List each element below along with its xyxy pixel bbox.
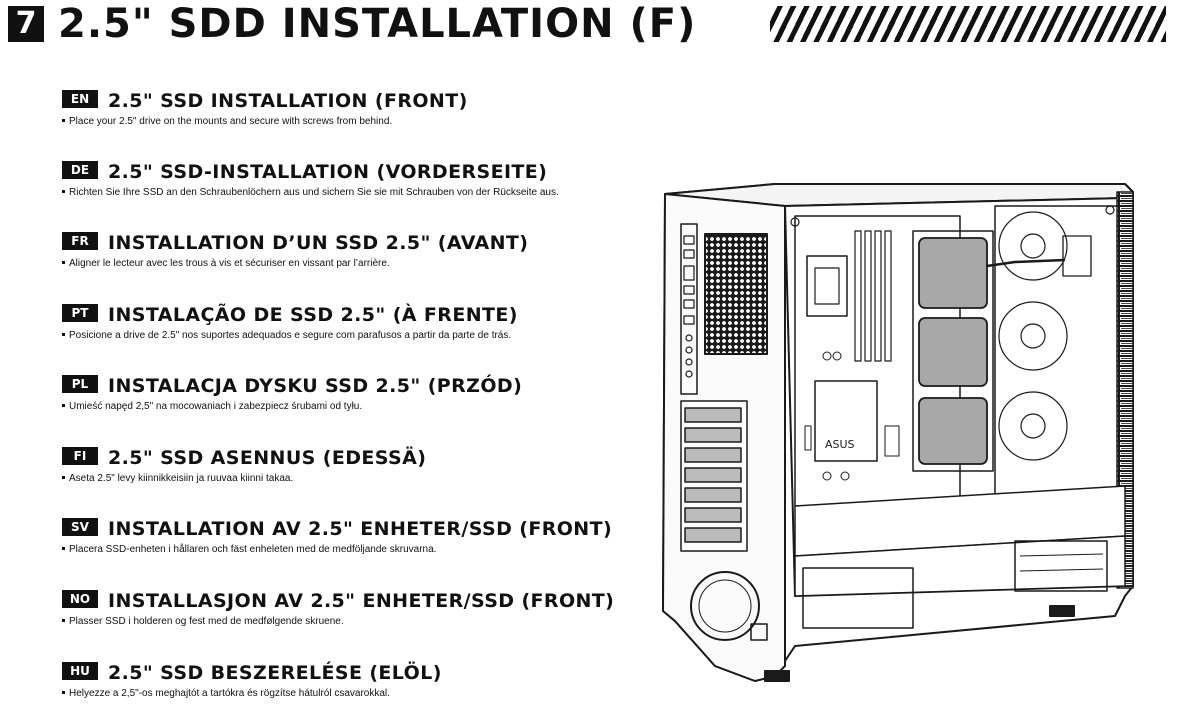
section-fi: FI 2.5" SSD ASENNUS (EDESSÄ) Aseta 2.5" l… (62, 447, 426, 484)
instruction-text: Aligner le lecteur avec les trous à vis … (69, 258, 390, 269)
section-instruction: Posicione a drive de 2.5" nos suportes a… (62, 330, 518, 341)
language-badge: PL (62, 375, 98, 393)
case-foot (764, 670, 790, 682)
section-title: INSTALACJA DYSKU SSD 2.5" (PRZÓD) (108, 375, 523, 397)
section-instruction: Helyezze a 2,5"-os meghajtót a tartókra … (62, 688, 442, 699)
cpu-socket (806, 255, 848, 317)
psu-unit (802, 567, 914, 629)
section-pt: PT INSTALAÇÃO DE SSD 2.5" (À FRENTE) Posi… (62, 304, 518, 341)
instruction-text: Plasser SSD i holderen og fest med de me… (69, 616, 344, 627)
language-badge: EN (62, 90, 98, 108)
board-components (804, 351, 900, 481)
ssd-drive-bottom (918, 397, 988, 465)
bullet-icon (62, 690, 65, 694)
cpu-chip (814, 267, 840, 305)
bullet-icon (62, 546, 65, 550)
language-badge: PT (62, 304, 98, 322)
instruction-text: Richten Sie Ihre SSD an den Schraubenlöc… (69, 187, 559, 198)
shroud-drive-slot (1019, 553, 1104, 557)
bullet-icon (62, 618, 65, 622)
instruction-text: Aseta 2.5" levy kiinnikkeisiin ja ruuvaa… (69, 473, 294, 484)
front-fans (998, 211, 1068, 461)
section-instruction: Aseta 2.5" levy kiinnikkeisiin ja ruuvaa… (62, 473, 426, 484)
section-title: 2.5" SSD ASENNUS (EDESSÄ) (108, 447, 427, 469)
section-instruction: Richten Sie Ihre SSD an den Schraubenlöc… (62, 187, 559, 198)
page-title: 2.5" SDD INSTALLATION (F) (58, 1, 697, 47)
section-title: 2.5" SSD BESZERELÉSE (ELÖL) (108, 662, 442, 684)
power-socket (750, 623, 768, 641)
psu-fan-outer (690, 571, 760, 641)
drive-cage (912, 230, 994, 472)
bullet-icon (62, 260, 65, 264)
section-instruction: Aligner le lecteur avec les trous à vis … (62, 258, 528, 269)
section-title: INSTALLATION AV 2.5" ENHETER/SSD (FRONT) (108, 518, 613, 540)
io-ports (683, 235, 695, 378)
language-badge: SV (62, 518, 98, 536)
rear-io-panel (680, 223, 698, 395)
language-badge: FI (62, 447, 98, 465)
section-de: DE 2.5" SSD-INSTALLATION (VORDERSEITE) Ri… (62, 161, 559, 198)
shroud-drive-bay (1014, 540, 1108, 592)
section-title: 2.5" SSD-INSTALLATION (VORDERSEITE) (108, 161, 548, 183)
section-instruction: Place your 2.5" drive on the mounts and … (62, 116, 468, 127)
rear-fan-grill (704, 233, 768, 355)
decorative-hatch-bar (770, 6, 1166, 42)
pc-case-illustration: ASUS (662, 183, 1134, 682)
section-sv: SV INSTALLATION AV 2.5" ENHETER/SSD (FRON… (62, 518, 612, 555)
language-badge: HU (62, 662, 98, 680)
step-number-badge: 7 (8, 6, 44, 42)
section-fr: FR INSTALLATION D’UN SSD 2.5" (AVANT) Ali… (62, 232, 528, 269)
instruction-text: Helyezze a 2,5"-os meghajtót a tartókra … (69, 688, 390, 699)
instruction-text: Placera SSD-enheten i hållaren och fäst … (69, 544, 437, 555)
section-pl: PL INSTALACJA DYSKU SSD 2.5" (PRZÓD) Umie… (62, 375, 522, 412)
ram-slots (854, 230, 892, 362)
section-title: 2.5" SSD INSTALLATION (FRONT) (108, 90, 468, 112)
ssd-drive-middle (918, 317, 988, 387)
instruction-text: Posicione a drive de 2.5" nos suportes a… (69, 330, 512, 341)
motherboard-logo: ASUS (825, 438, 855, 451)
section-no: NO INSTALLASJON AV 2.5" ENHETER/SSD (FRON… (62, 590, 614, 627)
section-title: INSTALAÇÃO DE SSD 2.5" (À FRENTE) (108, 304, 518, 326)
expansion-slots (680, 400, 748, 552)
bullet-icon (62, 332, 65, 336)
instruction-text: Umieść napęd 2,5" na mocowaniach i zabez… (69, 401, 363, 412)
bullet-icon (62, 189, 65, 193)
section-hu: HU 2.5" SSD BESZERELÉSE (ELÖL) Helyezze a… (62, 662, 442, 699)
language-badge: DE (62, 161, 98, 179)
section-en: EN 2.5" SSD INSTALLATION (FRONT) Place yo… (62, 90, 468, 127)
instruction-text: Place your 2.5" drive on the mounts and … (69, 116, 393, 127)
language-badge: FR (62, 232, 98, 250)
psu-fan-inner (698, 579, 752, 633)
bullet-icon (62, 475, 65, 479)
language-badge: NO (62, 590, 98, 608)
section-instruction: Plasser SSD i holderen og fest med de me… (62, 616, 614, 627)
section-title: INSTALLATION D’UN SSD 2.5" (AVANT) (108, 232, 529, 254)
screw-icon (1105, 205, 1115, 215)
sata-cable (986, 258, 1066, 268)
section-title: INSTALLASJON AV 2.5" ENHETER/SSD (FRONT) (108, 590, 615, 612)
screw-icon (790, 217, 800, 227)
bullet-icon (62, 118, 65, 122)
bullet-icon (62, 403, 65, 407)
ssd-drive-top (918, 237, 988, 309)
chipset-cover (814, 380, 878, 462)
shroud-drive-slot (1019, 568, 1104, 572)
front-drive-bracket (1062, 235, 1092, 277)
section-instruction: Umieść napęd 2,5" na mocowaniach i zabez… (62, 401, 522, 412)
case-foot (1049, 605, 1075, 617)
section-instruction: Placera SSD-enheten i hållaren och fäst … (62, 544, 612, 555)
